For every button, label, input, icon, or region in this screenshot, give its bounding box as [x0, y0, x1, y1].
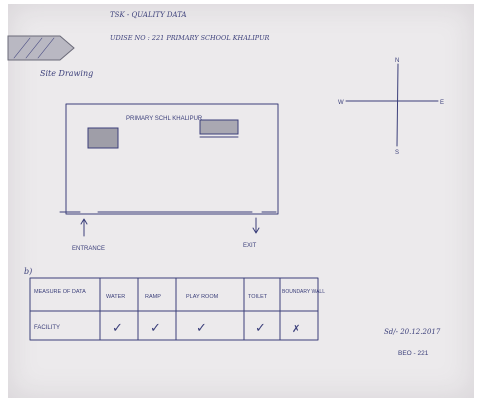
- exit-label: EXIT: [243, 243, 257, 249]
- hatched-shape: [7, 35, 75, 61]
- sketch-label: Site Drawing: [40, 69, 93, 78]
- mark-boundary-wall: ✗: [292, 324, 300, 335]
- mark-toilet: ✓: [255, 321, 266, 336]
- notebook-page: [8, 4, 474, 398]
- table-header-play-room: PLAY ROOM: [186, 294, 219, 300]
- table-header-water: WATER: [106, 294, 125, 300]
- compass-north: N: [395, 58, 399, 64]
- signature-code: BEO - 221: [398, 350, 429, 357]
- building-label: PRIMARY SCHL KHALIPUR: [126, 116, 203, 122]
- header-line-2: UDISE NO : 221 PRIMARY SCHOOL KHALIPUR: [110, 34, 270, 42]
- compass-rose: N S E W: [338, 58, 444, 156]
- room-right: [199, 119, 239, 135]
- table-row-label: FACILITY: [34, 325, 60, 331]
- mark-water: ✓: [112, 321, 123, 336]
- site-plan: PRIMARY SCHL KHALIPUR ENTRANCE EXIT: [59, 103, 279, 252]
- item-marker: b): [24, 267, 32, 276]
- entrance-label: ENTRANCE: [72, 246, 105, 252]
- mark-ramp: ✓: [150, 321, 161, 336]
- mark-play-room: ✓: [196, 321, 207, 336]
- header-line-1: TSK - QUALITY DATA: [110, 11, 187, 19]
- table-header-measure: MEASURE OF DATA: [34, 289, 86, 295]
- compass-west: W: [338, 100, 344, 106]
- table-header-ramp: RAMP: [145, 294, 161, 300]
- room-left: [87, 127, 119, 149]
- compass-south: S: [395, 150, 399, 156]
- signature: Sd/- 20.12.2017: [384, 328, 441, 336]
- table-header-boundary-wall: BOUNDARY WALL: [282, 289, 325, 295]
- table-header-toilet: TOILET: [248, 294, 268, 300]
- compass-east: E: [440, 100, 444, 106]
- facility-table: MEASURE OF DATA WATER RAMP PLAY ROOM TOI…: [29, 277, 325, 341]
